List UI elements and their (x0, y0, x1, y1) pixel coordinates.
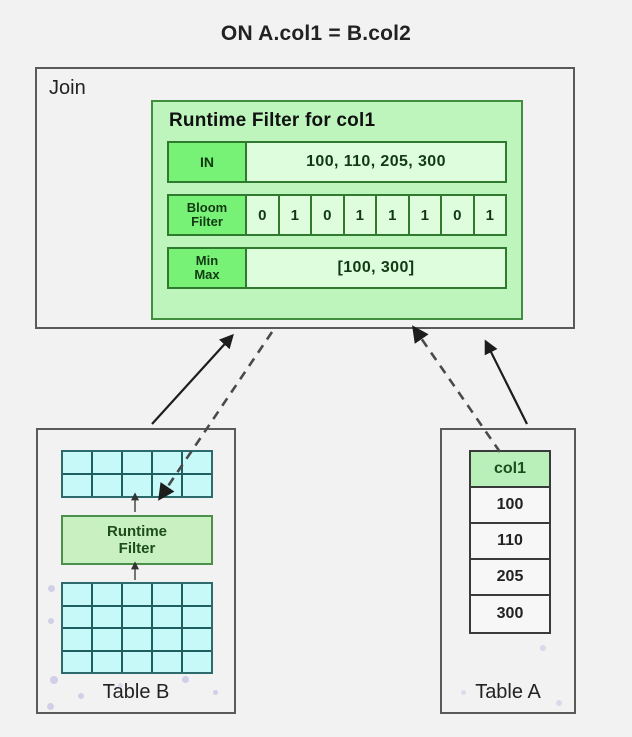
grid-cell (63, 651, 91, 672)
grid-cell (63, 475, 91, 496)
row-key-bloom-filter: Bloom Filter (169, 196, 247, 234)
bloom-bit: 1 (410, 196, 442, 234)
bloom-filter-bits: 0 1 0 1 1 1 0 1 (247, 196, 505, 234)
grid-cell (93, 629, 121, 650)
bloom-bit: 1 (377, 196, 410, 234)
grid-cell (153, 629, 181, 650)
runtime-filter-title: Runtime Filter for col1 (169, 110, 376, 131)
join-label: Join (49, 77, 86, 99)
grid-cell (153, 475, 181, 496)
row-key-in: IN (169, 143, 247, 181)
speckle (213, 690, 218, 695)
grid-cell (153, 606, 181, 627)
grid-cell (93, 452, 121, 473)
grid-cell (93, 584, 121, 605)
row-key-minmax-line2: Max (194, 267, 220, 282)
grid-cell (63, 584, 91, 605)
speckle (540, 645, 546, 651)
grid-cell (183, 629, 211, 650)
grid-cell (63, 606, 91, 627)
speckle (182, 676, 189, 683)
speckle (118, 683, 123, 688)
grid-cell (183, 452, 211, 473)
grid-cell (123, 651, 151, 672)
table-a-cell: 100 (471, 488, 549, 524)
table-a-cell: 110 (471, 524, 549, 560)
speckle (78, 693, 84, 699)
grid-cell (123, 584, 151, 605)
grid-cell (153, 584, 181, 605)
runtime-filter-panel: Runtime Filter for col1 IN 100, 110, 205… (151, 100, 523, 320)
bloom-bit: 0 (247, 196, 280, 234)
grid-cell (153, 452, 181, 473)
grid-cell (123, 606, 151, 627)
row-key-bloom-line1: Bloom (186, 200, 228, 216)
grid-cell (93, 475, 121, 496)
speckle (556, 700, 562, 706)
bloom-bit: 0 (312, 196, 345, 234)
bloom-bit: 1 (485, 206, 494, 224)
table-b-runtime-filter-line2: Filter (118, 540, 156, 557)
row-value-in: 100, 110, 205, 300 (306, 153, 446, 170)
table-a-box: col1 100 110 205 300 Table A (440, 428, 576, 714)
row-key-min-max: Min Max (169, 249, 247, 287)
grid-cell (183, 475, 211, 496)
table-b-runtime-filter-box: Runtime Filter (61, 515, 213, 565)
table-a-caption: Table A (475, 681, 541, 703)
grid-cell (93, 651, 121, 672)
table-b-bottom-grid (61, 582, 213, 674)
page-title: ON A.col1 = B.col2 (220, 22, 412, 45)
arrow-table-b-to-join (151, 333, 234, 425)
runtime-filter-row-bloom: Bloom Filter 0 1 0 1 1 1 0 1 (167, 194, 507, 236)
grid-cell (63, 629, 91, 650)
bloom-bit: 1 (345, 196, 377, 234)
table-b-top-grid (61, 450, 213, 498)
grid-cell (183, 606, 211, 627)
grid-cell (123, 452, 151, 473)
row-key-minmax-line1: Min (195, 253, 219, 269)
speckle (48, 618, 54, 624)
table-a-column-header: col1 (471, 452, 549, 488)
row-value-min-max: [100, 300] (337, 259, 415, 276)
table-b-box: Runtime Filter Table B (36, 428, 236, 714)
arrow-table-a-to-join-solid (484, 339, 528, 425)
table-a-cell: 205 (471, 560, 549, 596)
grid-cell (123, 475, 151, 496)
table-b-caption: Table B (102, 681, 170, 703)
grid-cell (123, 629, 151, 650)
table-a-column: col1 100 110 205 300 (469, 450, 551, 634)
grid-cell (63, 452, 91, 473)
bloom-bit: 1 (280, 196, 312, 234)
speckle (47, 703, 54, 710)
grid-cell (153, 651, 181, 672)
speckle (48, 585, 55, 592)
table-a-cell: 300 (471, 596, 549, 632)
table-b-runtime-filter-line1: Runtime (107, 522, 167, 540)
row-key-bloom-line2: Filter (191, 214, 223, 229)
speckle (50, 676, 58, 684)
grid-cell (183, 584, 211, 605)
runtime-filter-row-minmax: Min Max [100, 300] (167, 247, 507, 289)
bloom-bit: 0 (442, 196, 475, 234)
grid-cell (183, 651, 211, 672)
speckle (461, 690, 466, 695)
runtime-filter-row-in: IN 100, 110, 205, 300 (167, 141, 507, 183)
grid-cell (93, 606, 121, 627)
